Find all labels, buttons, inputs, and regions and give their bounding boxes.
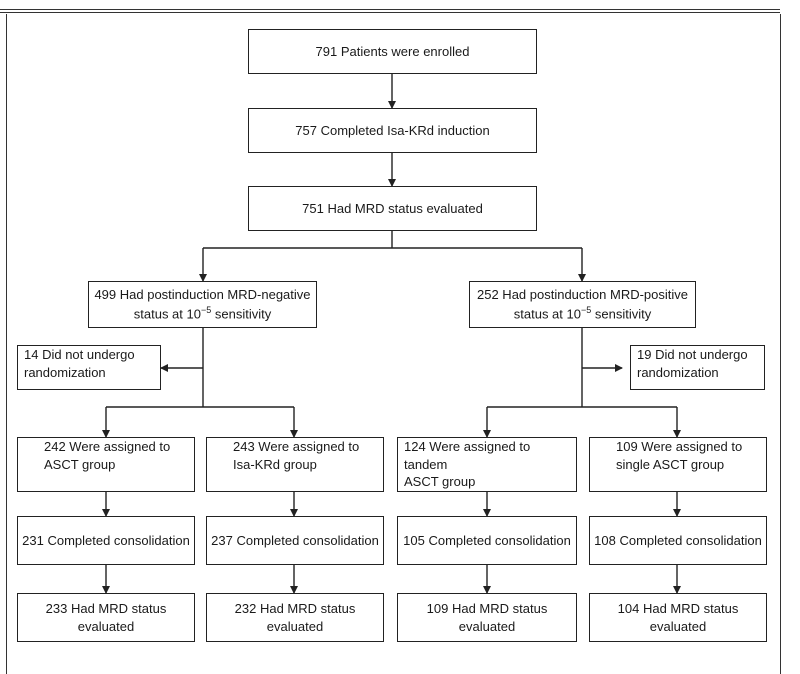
- box-single-asct-group: 109 Were assigned to single ASCT group: [589, 437, 767, 492]
- cons-4-text: 108 Completed consolidation: [594, 532, 762, 548]
- box-consolidation-1: 231 Completed consolidation: [17, 516, 195, 565]
- box-consolidation-4: 108 Completed consolidation: [589, 516, 767, 565]
- box-mrd-negative: 499 Had postinduction MRD-negative statu…: [88, 281, 317, 328]
- tandem-line2: ASCT group: [404, 474, 476, 490]
- box-mrd-evaluated-3: 109 Had MRD status evaluated: [397, 593, 577, 642]
- box-tandem-asct-group: 124 Were assigned to tandem ASCT group: [397, 437, 577, 492]
- asct-line1: 242 Were assigned to: [44, 439, 171, 454]
- box-no-randomization-right: 19 Did not undergo randomization: [630, 345, 765, 390]
- box-consolidation-2: 237 Completed consolidation: [206, 516, 384, 565]
- eval-2-line1: 232 Had MRD status: [234, 600, 356, 616]
- box-enrolled: 791 Patients were enrolled: [248, 29, 537, 74]
- single-line1: 109 Were assigned to: [616, 439, 743, 454]
- single-line2: single ASCT group: [616, 456, 725, 472]
- box-isakrd-group: 243 Were assigned to Isa-KRd group: [206, 437, 384, 492]
- box-enrolled-text: 791 Patients were enrolled: [315, 43, 470, 59]
- box-mrd-evaluated-1: 233 Had MRD status evaluated: [17, 593, 195, 642]
- flow-connectors: [102, 74, 681, 594]
- top-rule: [0, 9, 780, 10]
- cons-2-text: 237 Completed consolidation: [211, 532, 379, 548]
- box-asct-group: 242 Were assigned to ASCT group: [17, 437, 195, 492]
- no-rand-right-line2: randomization: [637, 364, 719, 380]
- box-consolidation-3: 105 Completed consolidation: [397, 516, 577, 565]
- no-rand-left-line1: 14 Did not undergo: [24, 347, 135, 362]
- isakrd-line1: 243 Were assigned to: [233, 439, 360, 454]
- asct-line2: ASCT group: [44, 456, 116, 472]
- eval-2-line2: evaluated: [266, 618, 324, 634]
- box-mrd-positive: 252 Had postinduction MRD-positive statu…: [469, 281, 696, 328]
- isakrd-line2: Isa-KRd group: [233, 456, 317, 472]
- tandem-line1: 124 Were assigned to tandem: [404, 439, 531, 472]
- eval-1-line1: 233 Had MRD status: [45, 600, 167, 616]
- box-evaluated-text: 751 Had MRD status evaluated: [302, 200, 483, 216]
- eval-4-line1: 104 Had MRD status: [617, 600, 739, 616]
- mrd-neg-line2: status at 10−5 sensitivity: [133, 304, 272, 322]
- eval-1-line2: evaluated: [77, 618, 135, 634]
- figure-frame: [6, 14, 781, 674]
- top-rule-2: [0, 12, 780, 13]
- cons-1-text: 231 Completed consolidation: [22, 532, 190, 548]
- box-induction: 757 Completed Isa-KRd induction: [248, 108, 537, 153]
- mrd-neg-line1: 499 Had postinduction MRD-negative: [94, 287, 311, 303]
- box-no-randomization-left: 14 Did not undergo randomization: [17, 345, 161, 390]
- no-rand-left-line2: randomization: [24, 364, 106, 380]
- eval-3-line2: evaluated: [458, 618, 516, 634]
- mrd-pos-line1: 252 Had postinduction MRD-positive: [477, 287, 688, 303]
- no-rand-right-line1: 19 Did not undergo: [637, 347, 748, 362]
- box-mrd-evaluated-2: 232 Had MRD status evaluated: [206, 593, 384, 642]
- eval-4-line2: evaluated: [649, 618, 707, 634]
- box-mrd-evaluated-4: 104 Had MRD status evaluated: [589, 593, 767, 642]
- cons-3-text: 105 Completed consolidation: [403, 532, 571, 548]
- box-induction-text: 757 Completed Isa-KRd induction: [295, 122, 490, 138]
- mrd-pos-line2: status at 10−5 sensitivity: [513, 304, 652, 322]
- eval-3-line1: 109 Had MRD status: [426, 600, 548, 616]
- box-evaluated: 751 Had MRD status evaluated: [248, 186, 537, 231]
